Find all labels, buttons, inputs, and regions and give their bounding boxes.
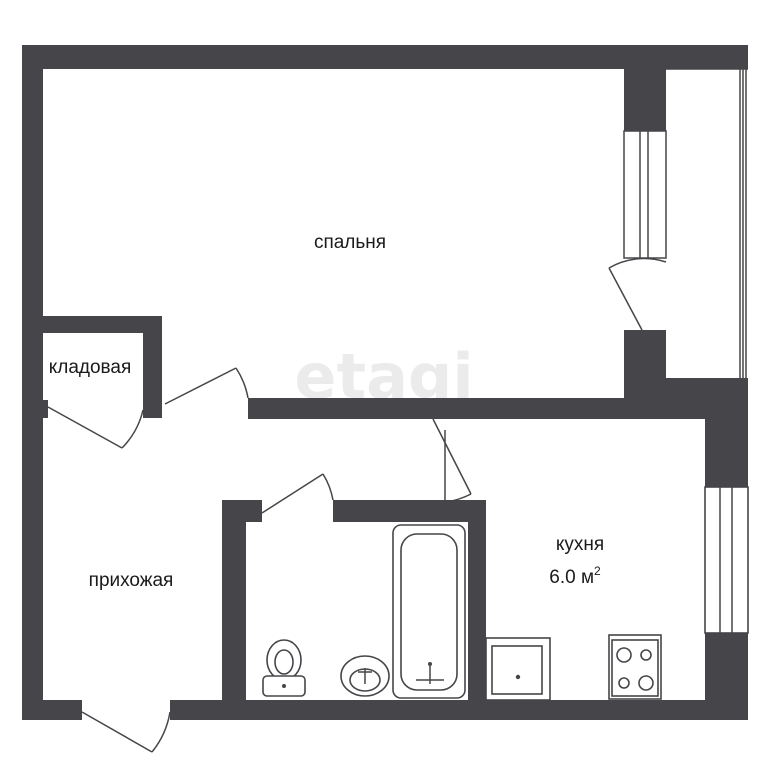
- kitchen-door: [432, 418, 472, 503]
- area-value: 6.0 м: [549, 567, 594, 588]
- balcony: [666, 68, 748, 378]
- sink-icon: [340, 655, 390, 697]
- kitchen-window: [704, 486, 749, 634]
- room-label-storage: кладовая: [49, 357, 132, 378]
- area-exponent: 2: [594, 564, 601, 578]
- bathtub-icon: [392, 524, 466, 699]
- balcony-door: [608, 257, 667, 331]
- toilet-icon: [262, 639, 306, 697]
- bedroom-door: [164, 367, 249, 405]
- room-label-kitchen: кухня: [556, 534, 604, 555]
- stove-icon: [608, 634, 662, 700]
- room-label-bedroom: спальня: [314, 232, 386, 253]
- bathroom-door: [261, 473, 334, 514]
- storage-door: [47, 406, 144, 449]
- balcony-window: [623, 130, 667, 259]
- room-label-hallway: прихожая: [89, 570, 174, 591]
- room-area-kitchen: 6.0 м2: [549, 564, 601, 588]
- entrance-door: [81, 711, 171, 753]
- kitchen-sink-icon: [485, 637, 551, 701]
